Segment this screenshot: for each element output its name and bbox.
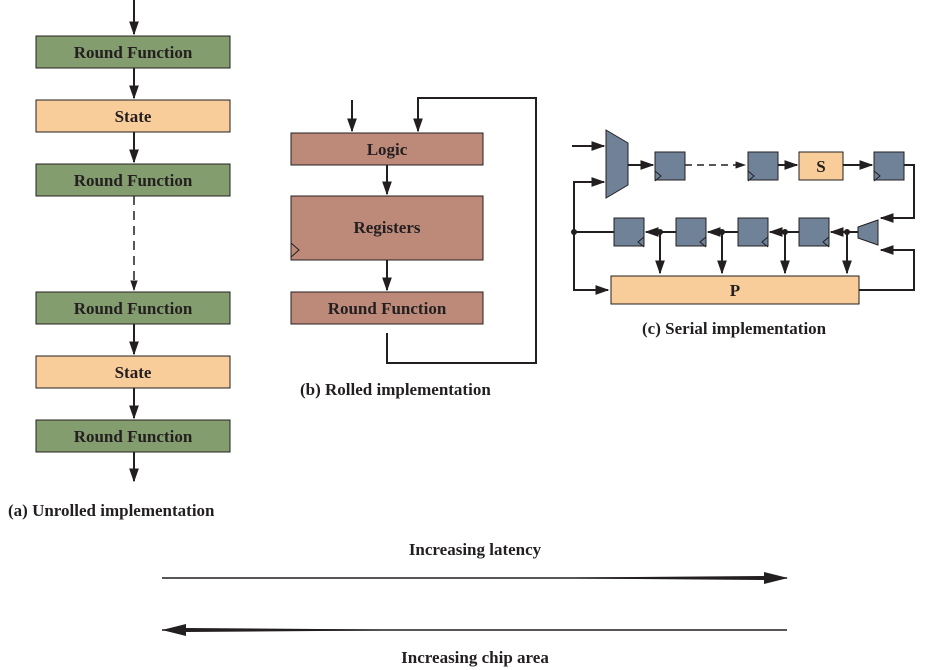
state-label: State bbox=[115, 363, 152, 382]
unrolled-implementation: Round Function State Round Function Roun… bbox=[8, 0, 231, 520]
serial-implementation: S P bbox=[571, 129, 915, 338]
chip-area-label: Increasing chip area bbox=[401, 648, 549, 667]
state-label: State bbox=[115, 107, 152, 126]
state-block bbox=[35, 355, 231, 389]
clock-input-icon bbox=[747, 170, 755, 182]
round-function-label: Round Function bbox=[74, 427, 193, 446]
register bbox=[737, 217, 769, 247]
chip-area-arrow-thickening bbox=[186, 628, 450, 632]
round-function-block bbox=[35, 291, 231, 325]
chip-area-arrowhead bbox=[162, 624, 186, 636]
round-function-label: Round Function bbox=[74, 43, 193, 62]
logic-block bbox=[290, 132, 484, 166]
clock-input-icon bbox=[822, 236, 830, 248]
clock-input-icon bbox=[699, 236, 707, 248]
wrap-arrow bbox=[879, 164, 915, 223]
round-function-label: Round Function bbox=[74, 299, 193, 318]
latency-label: Increasing latency bbox=[409, 540, 542, 559]
round-function-label: Round Function bbox=[328, 299, 447, 318]
serial-caption: (c) Serial implementation bbox=[642, 319, 827, 338]
round-function-label: Round Function bbox=[74, 171, 193, 190]
register bbox=[613, 217, 645, 247]
to-p-arrow bbox=[573, 232, 610, 295]
right-multiplexer bbox=[857, 219, 879, 246]
state-block bbox=[35, 99, 231, 133]
feedback-arrow bbox=[573, 177, 606, 232]
p-feedback-arrow bbox=[859, 245, 915, 291]
register bbox=[675, 217, 707, 247]
feedback-loop-arrow bbox=[386, 97, 537, 364]
round-function-block bbox=[35, 163, 231, 197]
p-box-label: P bbox=[730, 281, 740, 300]
clock-input-icon bbox=[761, 236, 769, 248]
latency-arrow-thickening bbox=[500, 576, 764, 580]
registers-block bbox=[290, 195, 484, 261]
clock-input-icon bbox=[654, 170, 662, 182]
unrolled-caption: (a) Unrolled implementation bbox=[8, 501, 215, 520]
clock-input-icon bbox=[873, 170, 881, 182]
register bbox=[747, 151, 779, 181]
register bbox=[873, 151, 905, 181]
input-multiplexer bbox=[605, 129, 629, 199]
clock-input-icon bbox=[637, 236, 645, 248]
clock-input-icon bbox=[290, 242, 300, 258]
round-function-block bbox=[35, 419, 231, 453]
tradeoff-arrows: Increasing latency Increasing chip area bbox=[162, 540, 788, 667]
rolled-implementation: Logic Registers Round Function (b) Rolle… bbox=[290, 97, 537, 399]
registers-label: Registers bbox=[353, 218, 420, 237]
latency-arrowhead bbox=[764, 572, 788, 584]
register bbox=[798, 217, 830, 247]
logic-label: Logic bbox=[367, 140, 408, 159]
rolled-caption: (b) Rolled implementation bbox=[300, 380, 491, 399]
s-box-label: S bbox=[816, 157, 825, 176]
register bbox=[654, 151, 686, 181]
round-function-block bbox=[290, 291, 484, 325]
